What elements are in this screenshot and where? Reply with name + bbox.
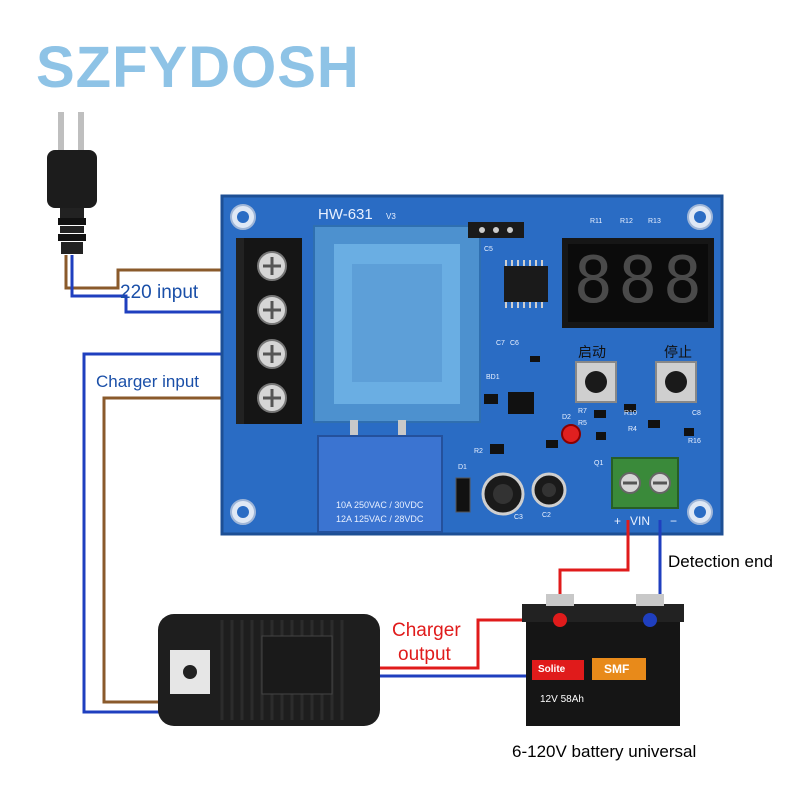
silk-c8: C8 <box>692 410 701 417</box>
board-version: V3 <box>386 212 396 221</box>
start-button-icon <box>575 361 617 403</box>
silk-c7: C7 <box>496 340 505 347</box>
silk-r13: R13 <box>648 218 661 225</box>
ac-input-label: 220 input <box>120 282 199 303</box>
brand-logo: SZFYDOSH <box>36 35 360 100</box>
ic-chip <box>504 266 548 302</box>
battery-note-label: 6-120V battery universal <box>512 742 697 761</box>
relay-rating-1: 10A 250VAC / 30VDC <box>336 500 424 510</box>
silk-c3: C3 <box>514 514 523 521</box>
silk-c5: C5 <box>484 246 493 253</box>
relay-rating-2: 12A 125VAC / 28VDC <box>336 514 424 524</box>
silk-d1: D1 <box>458 464 467 471</box>
screw-icon <box>257 251 287 413</box>
charger-output-label-2: output <box>398 644 451 665</box>
stop-button-icon <box>655 361 697 403</box>
silk-r4: R4 <box>628 426 637 433</box>
silk-r12: R12 <box>620 218 633 225</box>
start-label: 启动 <box>578 344 606 360</box>
led-icon <box>561 424 581 444</box>
charger-input-label: Charger input <box>96 372 200 391</box>
power-plug-icon <box>47 112 97 254</box>
battery-brand-2: SMF <box>604 662 630 676</box>
silk-r16: R16 <box>688 438 701 445</box>
battery-icon <box>522 594 684 726</box>
board-model: HW-631 <box>318 206 373 223</box>
silk-c6: C6 <box>510 340 519 347</box>
silk-d2: D2 <box>562 414 571 421</box>
silk-r10: R10 <box>624 410 637 417</box>
relay <box>317 435 443 533</box>
capacitor-icon <box>481 472 567 516</box>
terminal-plus-label: + <box>614 514 622 528</box>
detection-end-label: Detection end <box>668 552 773 571</box>
silk-r7: R7 <box>578 408 587 415</box>
terminal-vin-label: VIN <box>630 514 651 528</box>
silk-bd1: BD1 <box>486 374 500 381</box>
silk-c2: C2 <box>542 512 551 519</box>
display-readout: 888 <box>574 244 708 318</box>
pcb-board <box>220 194 724 536</box>
silk-q1: Q1 <box>594 460 604 467</box>
silk-r2: R2 <box>474 448 483 455</box>
charger-output-label-1: Charger <box>392 620 461 641</box>
battery-spec: 12V 58Ah <box>540 694 584 705</box>
battery-brand: Solite <box>538 664 566 675</box>
silk-r11: R11 <box>590 218 603 225</box>
silk-r5: R5 <box>578 420 587 427</box>
terminal-minus-label: − <box>670 514 678 528</box>
charger-adapter <box>158 614 380 726</box>
stop-label: 停止 <box>664 344 692 360</box>
